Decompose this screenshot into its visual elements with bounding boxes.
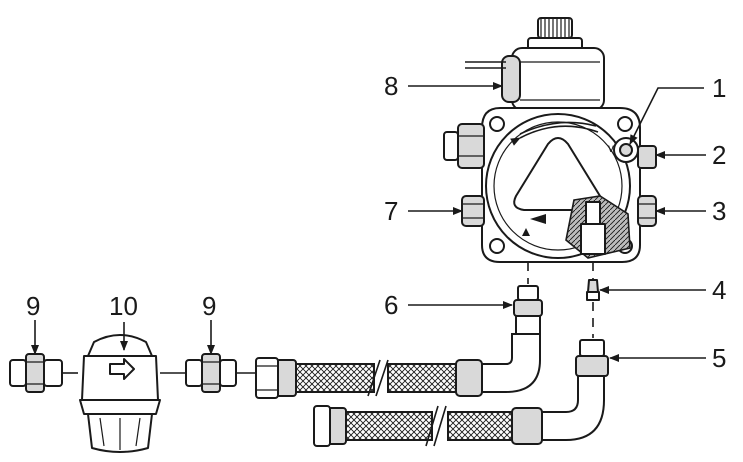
callout-9-left: 9 [26,291,40,321]
upper-hose [255,262,543,399]
callout-3: 3 [712,196,726,226]
callout-4: 4 [712,275,726,305]
callout-2: 2 [712,140,726,170]
oil-filter [79,334,161,453]
callout-9-right: 9 [202,291,216,321]
callout-1: 1 [712,73,726,103]
callout-7: 7 [384,196,398,226]
leader-lines [31,82,706,362]
callout-8: 8 [384,71,398,101]
pump-body: v [443,107,657,263]
v-mark: v [608,141,614,155]
callout-10: 10 [109,291,138,321]
callout-6: 6 [384,290,398,320]
lower-hose [313,339,609,447]
solenoid-coil [465,17,605,111]
nozzle-fitting [586,262,600,338]
nipple-right [185,353,237,393]
callout-5: 5 [712,343,726,373]
nipple-left [9,353,63,393]
